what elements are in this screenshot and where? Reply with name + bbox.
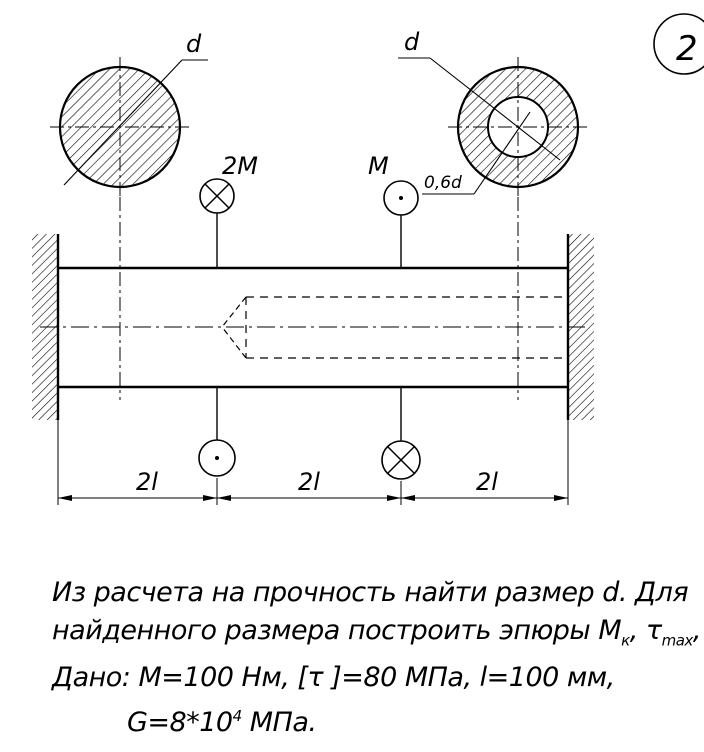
problem-line-2: найденного размера построить эпюры Mк, τ… [52, 612, 704, 659]
hollow-diameter-label: d [404, 28, 420, 56]
max-subscript: max [661, 631, 694, 650]
modulus-value: G=8*10 [127, 707, 233, 739]
span-2-label: 2l [298, 468, 320, 496]
span-3-label: 2l [476, 468, 498, 496]
problem-line-3: Дано: M=100 Нм, [τ ]=80 МПа, l=100 мм, [52, 662, 615, 694]
problem-line-4: G=8*104 МПа. [52, 697, 702, 742]
problem-line-2-text: найденного размера построить эпюры M [52, 615, 622, 646]
moment-2m-arrow: 2M [199, 152, 258, 268]
problem-line-2-tau: , τ [629, 615, 662, 646]
modulus-exponent: 4 [232, 707, 243, 726]
hollow-diameter-leader [429, 57, 561, 161]
moment-lower-cross [381, 387, 421, 480]
problem-line-1: Из расчета на прочность найти размер d. … [52, 577, 689, 608]
problem-number-badge: 2 [653, 13, 704, 75]
solid-diameter-leader [63, 59, 183, 186]
moment-lower-dot [198, 387, 236, 477]
moment-m-arrow: M [368, 152, 419, 268]
solid-diameter-label: d [186, 30, 202, 58]
problem-line-2-phi: , φ. [692, 615, 704, 646]
problem-statement: Из расчета на прочность найти размер d. … [52, 574, 704, 742]
inner-diameter-label: 0,6d [424, 173, 462, 193]
shaft-bore-hidden [221, 296, 568, 359]
dimension-lines: 2l 2l 2l [57, 420, 569, 505]
span-1-label: 2l [136, 468, 158, 496]
moment-m-label: M [368, 152, 389, 180]
modulus-unit: МПа. [241, 707, 317, 739]
solid-cross-section: d [50, 30, 208, 197]
inner-diameter-leader [473, 111, 531, 195]
hollow-cross-section: d 0,6d [398, 28, 588, 197]
problem-number-circle [653, 13, 704, 75]
shaft-body [58, 266, 568, 389]
problem-number: 2 [676, 29, 698, 69]
mk-subscript: к [621, 631, 630, 650]
moment-2m-label: 2M [222, 152, 258, 180]
